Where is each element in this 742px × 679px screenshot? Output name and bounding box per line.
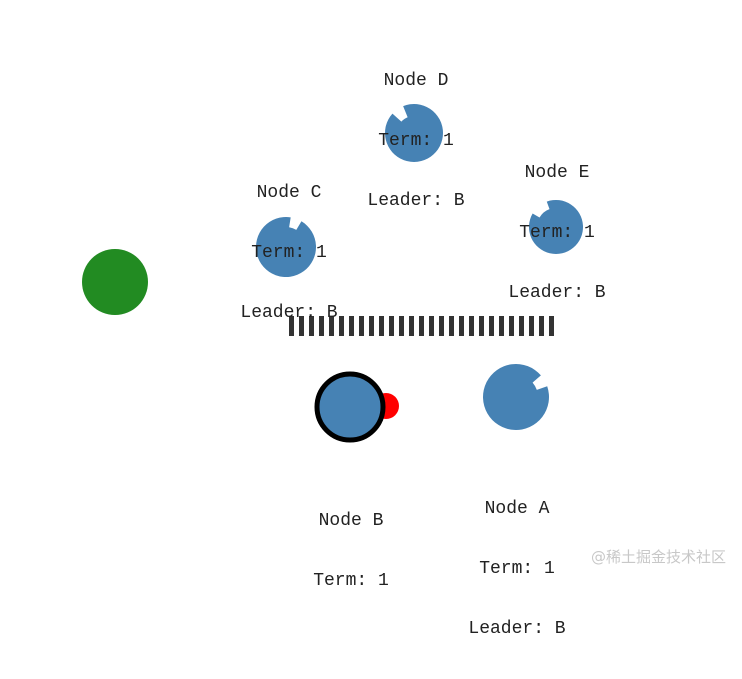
partition-segment bbox=[539, 316, 544, 336]
watermark: @稀土掘金技术社区 bbox=[590, 548, 726, 566]
partition-segment bbox=[309, 316, 314, 336]
partition-segment bbox=[449, 316, 454, 336]
raft-cluster-diagram: Node D Term: 1 Leader: B Node C Term: 1 … bbox=[82, 31, 726, 639]
partition-segment bbox=[329, 316, 334, 336]
node-b-label: Node B Term: 1 bbox=[313, 471, 389, 631]
partition-segment bbox=[459, 316, 464, 336]
node-c-term: Term: 1 bbox=[251, 243, 327, 263]
node-d-label: Node D Term: 1 Leader: B bbox=[367, 31, 464, 251]
partition-segment bbox=[349, 316, 354, 336]
node-a-circle[interactable] bbox=[482, 364, 549, 431]
node-d-leader: Leader: B bbox=[367, 191, 465, 211]
node-e-circle[interactable] bbox=[529, 200, 583, 255]
partition-segment bbox=[499, 316, 504, 336]
node-d-circle[interactable] bbox=[384, 104, 443, 163]
partition-segment bbox=[529, 316, 534, 336]
node-e-term: Term: 1 bbox=[519, 223, 595, 243]
node-a-leader: Leader: B bbox=[468, 619, 566, 639]
partition-segment bbox=[399, 316, 404, 336]
node-e-leader: Leader: B bbox=[508, 283, 606, 303]
partition-segment bbox=[519, 316, 524, 336]
partition-segment bbox=[439, 316, 444, 336]
node-c-name: Node C bbox=[256, 183, 322, 203]
partition-segment bbox=[369, 316, 374, 336]
node-a-label: Node A Term: 1 Leader: B bbox=[468, 459, 565, 679]
node-b-name: Node B bbox=[318, 511, 384, 531]
partition-segment bbox=[339, 316, 344, 336]
client-circle[interactable] bbox=[82, 249, 148, 315]
node-d-term: Term: 1 bbox=[378, 131, 454, 151]
partition-segment bbox=[479, 316, 484, 336]
node-b-term: Term: 1 bbox=[313, 571, 389, 591]
partition-segment bbox=[469, 316, 474, 336]
node-e-name: Node E bbox=[524, 163, 590, 183]
node-a-term: Term: 1 bbox=[479, 559, 555, 579]
node-c-circle[interactable] bbox=[256, 217, 316, 278]
node-c-label: Node C Term: 1 Leader: B bbox=[240, 143, 337, 363]
partition-segment bbox=[319, 316, 324, 336]
partition-segment bbox=[549, 316, 554, 336]
node-e-label: Node E Term: 1 Leader: B bbox=[508, 123, 605, 343]
partition-segment bbox=[379, 316, 384, 336]
network-partition bbox=[289, 316, 554, 336]
diagram-canvas bbox=[82, 104, 583, 443]
partition-segment bbox=[299, 316, 304, 336]
node-b-circle[interactable] bbox=[314, 371, 386, 443]
partition-segment bbox=[509, 316, 514, 336]
partition-segment bbox=[419, 316, 424, 336]
node-c-leader: Leader: B bbox=[240, 303, 338, 323]
partition-segment bbox=[359, 316, 364, 336]
node-a-name: Node A bbox=[484, 499, 550, 519]
partition-segment bbox=[429, 316, 434, 336]
partition-segment bbox=[489, 316, 494, 336]
partition-segment bbox=[289, 316, 294, 336]
partition-segment bbox=[389, 316, 394, 336]
partition-segment bbox=[409, 316, 414, 336]
node-d-name: Node D bbox=[383, 71, 449, 91]
